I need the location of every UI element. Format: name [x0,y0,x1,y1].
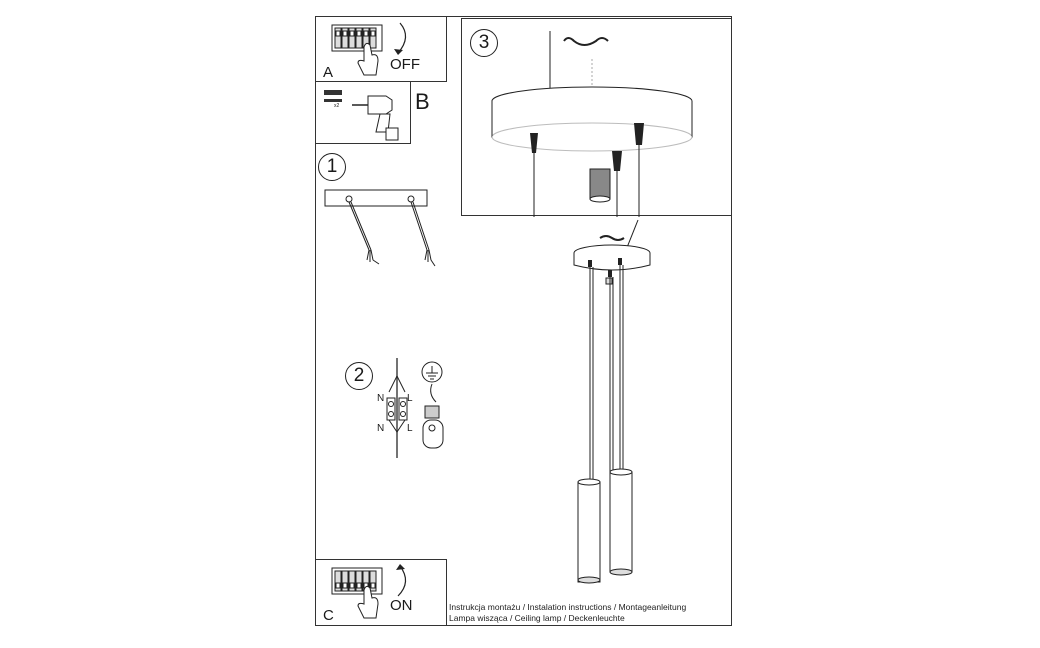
mounting-bar-wires-illustration [324,189,436,267]
footer-instructions: Instrukcja montażu / Instalation instruc… [449,602,687,612]
breaker-panel-icon [331,22,407,76]
step-3-detail-panel: 3 [461,18,732,217]
breaker-panel-on-icon [331,564,407,619]
terminal-block-diagram [386,358,444,458]
step-c-panel: C ON [315,559,447,626]
on-label: ON [390,597,413,614]
step-b-label: B [415,89,430,114]
canopy-detail-illustration [491,31,693,217]
off-label: OFF [390,56,420,73]
step-b-panel: x2 B [315,81,430,144]
footer-lamp-type: Lampa wisząca / Ceiling lamp / Deckenleu… [449,613,625,623]
step-a-panel: A OFF [315,16,447,82]
step-2-number: 2 [345,362,373,390]
step-1-number: 1 [318,153,346,181]
instruction-sheet [315,16,732,626]
neutral-label-bottom: N [377,423,385,434]
live-label-top: L [407,393,413,404]
drill-icon [324,90,399,141]
step-a-label: A [323,64,334,81]
step-c-label: C [323,607,334,624]
step-3-number: 3 [470,29,498,57]
neutral-label-top: N [377,393,385,404]
drill-count: x2 [334,103,340,109]
pendant-lamp-illustration [573,219,651,584]
live-label-bottom: L [407,423,413,434]
